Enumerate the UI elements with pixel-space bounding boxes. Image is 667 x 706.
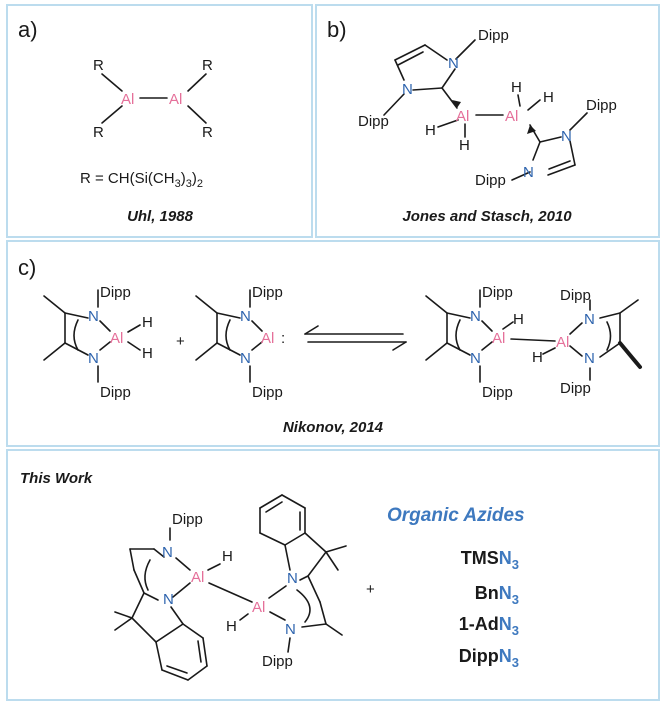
r-group-definition: R = CH(Si(CH3)3)2 xyxy=(80,170,203,190)
nitrogen-atom: N xyxy=(163,591,174,608)
nitrogen-atom: N xyxy=(584,350,595,367)
nitrogen-atom: N xyxy=(448,55,459,72)
aluminium-atom: Al xyxy=(121,91,134,108)
panel-b-caption: Jones and Stasch, 2010 xyxy=(402,208,572,225)
dipp-substituent: Dipp xyxy=(100,284,131,301)
panel-a-caption: Uhl, 1988 xyxy=(127,208,194,225)
azide-tms: TMSN3 xyxy=(461,548,519,572)
aluminium-atom: Al xyxy=(110,330,123,347)
panel-c-caption: Nikonov, 2014 xyxy=(283,419,384,436)
r-substituent: R xyxy=(93,124,104,141)
nitrogen-atom: N xyxy=(287,570,298,587)
dipp-substituent: Dipp xyxy=(262,653,293,670)
nitrogen-atom: N xyxy=(561,128,572,145)
panel-c-frame xyxy=(6,240,660,447)
hydride: H xyxy=(543,89,554,106)
dipp-substituent: Dipp xyxy=(252,384,283,401)
aluminium-atom: Al xyxy=(261,330,274,347)
panel-b-frame xyxy=(315,4,660,238)
nitrogen-atom: N xyxy=(402,81,413,98)
alumanyl-dimer-structure: Dipp N Al H N Dipp Dipp N Al H N Dipp xyxy=(425,284,642,401)
panel-a-frame xyxy=(6,4,313,238)
uhl-dialane-structure: R R R R Al Al xyxy=(93,57,213,141)
equilibrium-arrow xyxy=(304,325,407,351)
nitrogen-atom: N xyxy=(88,350,99,367)
nitrogen-atom: N xyxy=(88,308,99,325)
plus-sign: + xyxy=(366,581,375,598)
nitrogen-atom: N xyxy=(470,308,481,325)
dipp-substituent: Dipp xyxy=(560,380,591,397)
nacnac-al-i-structure: Dipp N Al : N Dipp xyxy=(195,284,285,401)
organic-azides-title: Organic Azides xyxy=(387,505,525,526)
dipp-substituent: Dipp xyxy=(478,27,509,44)
hydride: H xyxy=(142,314,153,331)
dipp-substituent: Dipp xyxy=(100,384,131,401)
azide-list: TMSN3 BnN3 1-AdN3 DippN3 xyxy=(459,548,519,670)
nitrogen-atom: N xyxy=(584,311,595,328)
panel-d: This Work xyxy=(20,470,525,681)
hydride: H xyxy=(142,345,153,362)
dipp-substituent: Dipp xyxy=(586,97,617,114)
hydride: H xyxy=(459,137,470,154)
dipp-substituent: Dipp xyxy=(172,511,203,528)
dipp-substituent: Dipp xyxy=(560,287,591,304)
nitrogen-atom: N xyxy=(470,350,481,367)
hydride: H xyxy=(513,311,524,328)
r-substituent: R xyxy=(202,124,213,141)
dipp-substituent: Dipp xyxy=(358,113,389,130)
r-substituent: R xyxy=(202,57,213,74)
dipp-substituent: Dipp xyxy=(475,172,506,189)
panel-d-frame xyxy=(6,449,660,701)
nitrogen-atom: N xyxy=(285,621,296,638)
nitrogen-atom: N xyxy=(523,164,534,181)
hydride: H xyxy=(226,618,237,635)
aluminium-atom: Al xyxy=(505,108,518,125)
nitrogen-atom: N xyxy=(240,350,251,367)
panel-a-label: a) xyxy=(18,17,38,42)
aluminium-atom: Al xyxy=(252,599,265,616)
aluminium-atom: Al xyxy=(456,108,469,125)
dipp-substituent: Dipp xyxy=(482,284,513,301)
azide-bn: BnN3 xyxy=(475,583,519,607)
azide-1-ad: 1-AdN3 xyxy=(459,614,519,638)
dipp-substituent: Dipp xyxy=(252,284,283,301)
lone-pair: : xyxy=(281,330,285,347)
hydride: H xyxy=(222,548,233,565)
aluminium-atom: Al xyxy=(169,91,182,108)
hydride: H xyxy=(511,79,522,96)
nacnac-alh2-structure: Dipp N Al H H N Dipp xyxy=(43,284,153,401)
panel-c-label: c) xyxy=(18,255,36,280)
panel-b: b) xyxy=(327,17,617,225)
r-substituent: R xyxy=(93,57,104,74)
panel-b-label: b) xyxy=(327,17,347,42)
azide-dipp: DippN3 xyxy=(459,646,519,670)
nhc-alane-dimer-structure: Dipp N N Dipp Al Al H H H H Dipp N N Dip… xyxy=(358,27,617,189)
plus-sign: + xyxy=(176,333,185,350)
hydride: H xyxy=(532,349,543,366)
hydride: H xyxy=(425,122,436,139)
this-work-title: This Work xyxy=(20,470,93,487)
indenyl-alane-dimer-structure: Dipp N H Al N N Al H N Dipp xyxy=(114,494,347,681)
nitrogen-atom: N xyxy=(240,308,251,325)
panel-c: c) Dipp N Al H H N Dipp + xyxy=(18,255,642,436)
aluminium-atom: Al xyxy=(492,330,505,347)
aluminium-atom: Al xyxy=(191,569,204,586)
dipp-substituent: Dipp xyxy=(482,384,513,401)
aluminium-atom: Al xyxy=(556,334,569,351)
nitrogen-atom: N xyxy=(162,544,173,561)
panel-a: a) R R R R Al Al R = CH(Si(CH3)3)2 Uhl, … xyxy=(18,17,213,225)
